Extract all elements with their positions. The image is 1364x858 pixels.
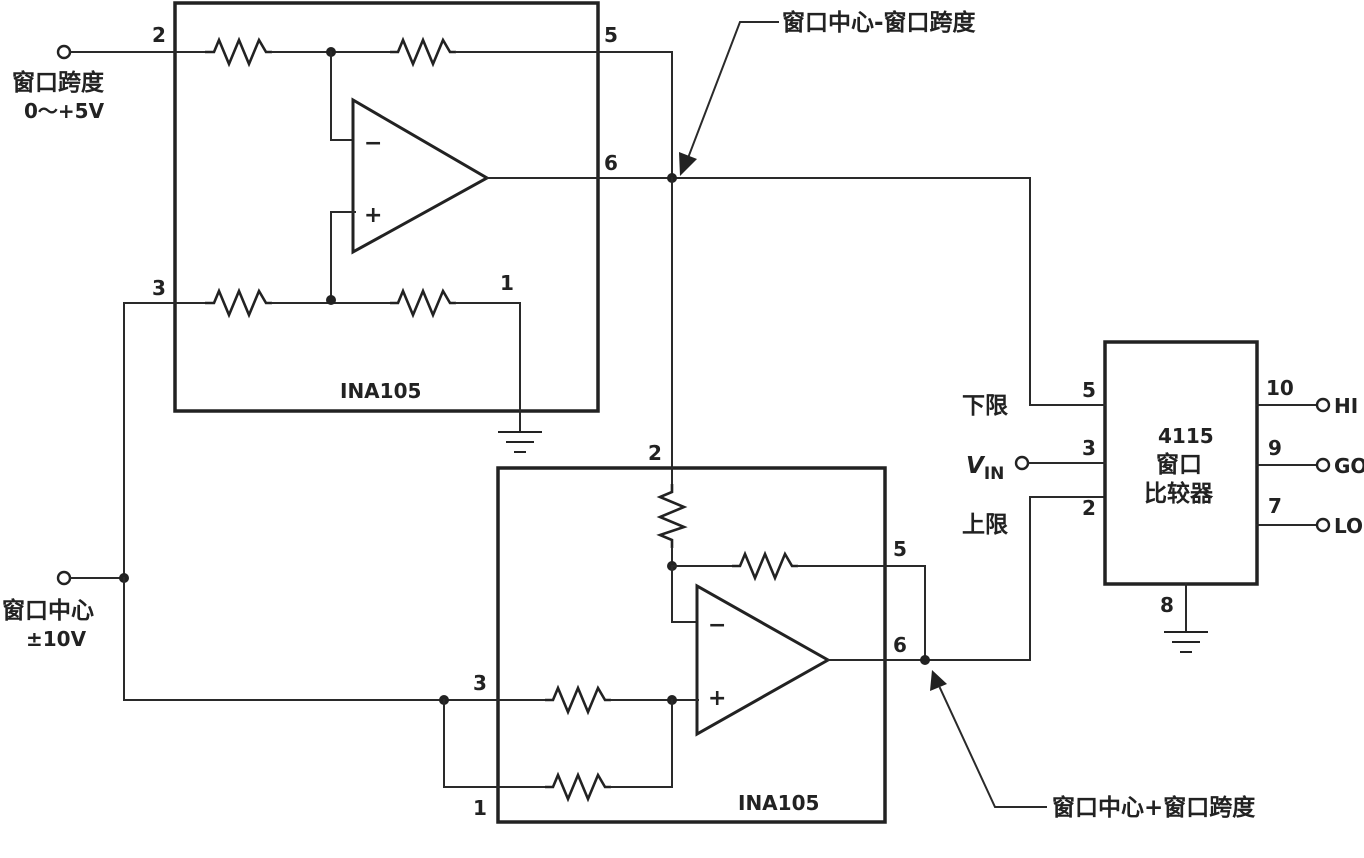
pin-top-1: 1 — [500, 271, 514, 295]
pin-cmp-10: 10 — [1266, 376, 1294, 400]
span-input-range: 0～+5V — [24, 99, 105, 123]
ground-top-icon — [498, 431, 542, 453]
go-output-terminal[interactable] — [1315, 457, 1331, 473]
comparator-label-2: 窗口 — [1156, 451, 1202, 478]
go-output-label: GO — [1334, 454, 1364, 478]
pin-cmp-9: 9 — [1268, 436, 1282, 460]
vin-label-main: V — [966, 453, 986, 479]
resistor-top-r3 — [205, 287, 272, 319]
pin-bottom-2: 2 — [648, 441, 662, 465]
node-bottom-output — [920, 655, 930, 665]
hi-output-terminal[interactable] — [1315, 397, 1331, 413]
span-input-label: 窗口跨度 — [12, 69, 105, 96]
vin-input-terminal[interactable] — [1014, 455, 1030, 471]
pin-cmp-2: 2 — [1082, 496, 1096, 520]
resistor-top-r4 — [390, 287, 456, 319]
opamp-bottom-plus: + — [708, 686, 726, 711]
opamp-bottom — [695, 583, 832, 737]
pin-top-2: 2 — [152, 23, 166, 47]
node-top-noninv — [326, 295, 336, 305]
pin-top-6: 6 — [604, 151, 618, 175]
pin-cmp-7: 7 — [1268, 494, 1282, 518]
annotation-center-minus-span: 窗口中心-窗口跨度 — [782, 9, 977, 36]
ina105-top-box — [173, 1, 600, 413]
pin-bottom-5: 5 — [893, 537, 907, 561]
center-input-terminal[interactable] — [56, 570, 72, 586]
chip-top-label: INA105 — [340, 379, 421, 403]
resistor-top-r2 — [390, 36, 456, 68]
ina105-bottom-box — [496, 466, 887, 824]
arrow-bottom-icon — [930, 670, 947, 691]
resistor-bottom-r1 — [545, 771, 611, 803]
chip-bottom-label: INA105 — [738, 791, 819, 815]
pin-top-3: 3 — [152, 276, 166, 300]
center-input-label: 窗口中心 — [2, 597, 94, 624]
opamp-top-minus: − — [364, 131, 382, 156]
arrow-top-icon — [679, 152, 697, 176]
vin-label: VIN — [966, 453, 1004, 484]
annotation-center-plus-span: 窗口中心+窗口跨度 — [1052, 794, 1256, 821]
opamp-bottom-minus: − — [708, 613, 726, 638]
pin-cmp-5: 5 — [1082, 378, 1096, 402]
pin-top-5: 5 — [604, 23, 618, 47]
center-input-range: ±10V — [26, 627, 87, 651]
ground-comparator-icon — [1164, 631, 1208, 653]
pin-bottom-3: 3 — [473, 671, 487, 695]
resistor-bottom-r3 — [545, 684, 611, 716]
comparator-label-1: 4115 — [1158, 424, 1214, 448]
resistor-bottom-rv — [656, 484, 688, 548]
lo-output-label: LO — [1334, 514, 1363, 538]
pin-cmp-3: 3 — [1082, 436, 1096, 460]
resistor-bottom-rf — [732, 550, 798, 582]
lo-output-terminal[interactable] — [1315, 517, 1331, 533]
vin-label-sub: IN — [984, 464, 1005, 484]
lower-limit-label: 下限 — [962, 393, 1008, 419]
upper-limit-label: 上限 — [962, 512, 1008, 538]
opamp-top-plus: + — [364, 203, 382, 228]
pin-cmp-8: 8 — [1160, 593, 1174, 617]
comparator-label-3: 比较器 — [1144, 480, 1214, 507]
pin-bottom-1: 1 — [473, 796, 487, 820]
resistor-top-r1 — [205, 36, 272, 68]
pin-bottom-6: 6 — [893, 633, 907, 657]
span-input-terminal[interactable] — [56, 44, 72, 60]
opamp-top — [351, 97, 491, 255]
hi-output-label: HI — [1334, 394, 1358, 418]
